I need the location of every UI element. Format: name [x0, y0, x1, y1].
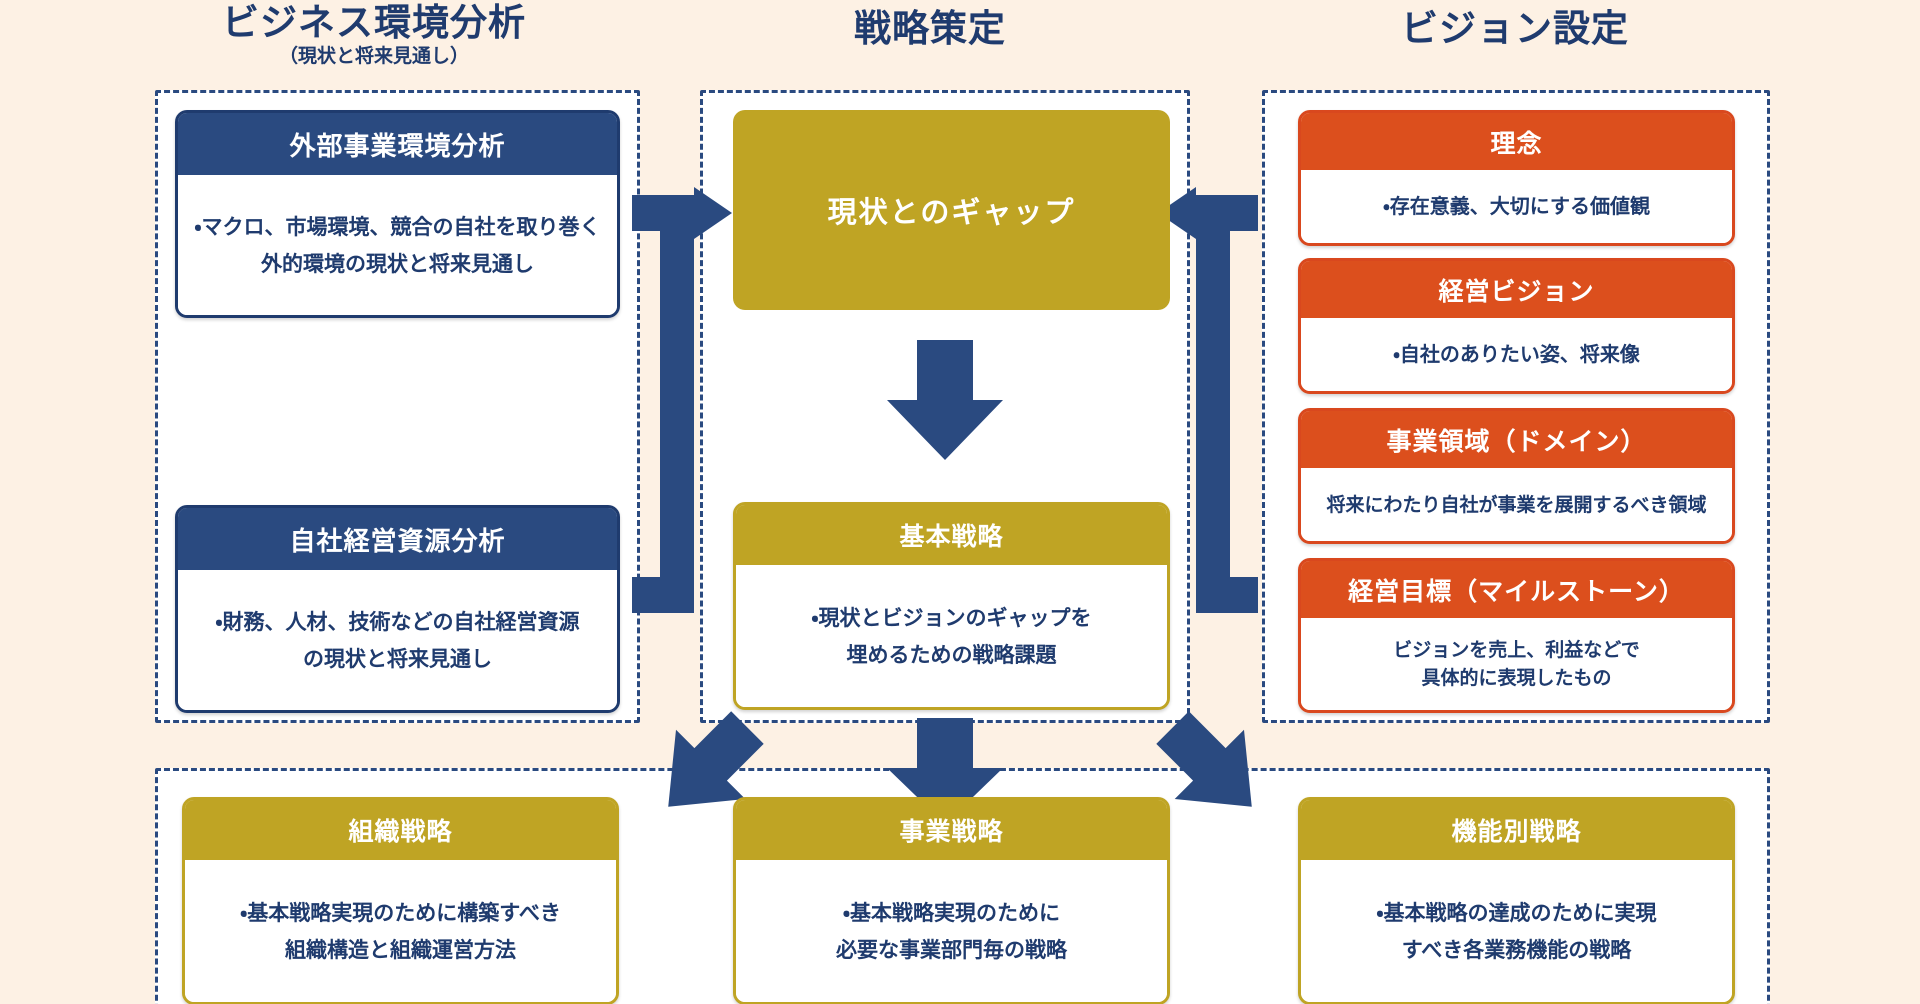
card-body-line: 必要な事業部門毎の戦略 [836, 938, 1067, 962]
card-basic-strategy[interactable]: 基本戦略 ・現状とビジョンのギャップを 埋めるための戦略課題 [733, 502, 1170, 710]
card-body: ・存在意義、大切にする価値観 [1301, 170, 1732, 243]
card-title: 基本戦略 [899, 523, 1004, 551]
card-body-line: ・マクロ、市場環境、競合の自社を取り巻く [194, 215, 601, 239]
card-header: 事業領域（ドメイン） [1301, 411, 1732, 468]
card-management-milestone[interactable]: 経営目標（マイルストーン） ビジョンを売上、利益などで 具体的に表現したもの [1298, 558, 1735, 713]
card-title: 経営ビジョン [1438, 277, 1595, 306]
card-header: 経営ビジョン [1301, 261, 1732, 318]
card-body-line: ・現状とビジョンのギャップを [811, 606, 1092, 630]
card-header: 組織戦略 [185, 800, 616, 860]
card-external-env[interactable]: 外部事業環境分析 ・マクロ、市場環境、競合の自社を取り巻く 外的環境の現状と将来… [175, 110, 620, 318]
card-body-line: すべき各業務機能の戦略 [1401, 938, 1632, 962]
bracket-arrow-right-icon [628, 185, 738, 620]
card-body-line: ビジョンを売上、利益などで [1393, 639, 1640, 661]
card-body-line: の現状と将来見通し [303, 647, 492, 671]
card-body-line: ・自社のありたい姿、将来像 [1393, 344, 1640, 366]
card-body-line: 将来にわたり自社が事業を展開するべき領域 [1326, 494, 1707, 516]
card-body-line: 組織構造と組織運営方法 [285, 938, 516, 962]
card-body-line: ・存在意義、大切にする価値観 [1383, 196, 1650, 218]
card-title: 外部事業環境分析 [289, 130, 506, 161]
card-body: ・基本戦略実現のために 必要な事業部門毎の戦略 [736, 860, 1167, 1002]
arrow-down-left-icon [640, 710, 770, 830]
card-internal-resources[interactable]: 自社経営資源分析 ・財務、人材、技術などの自社経営資源 の現状と将来見通し [175, 505, 620, 713]
column-title: 戦略策定 [854, 8, 1006, 49]
bracket-arrow-left-icon [1152, 185, 1262, 620]
card-title: 現状とのギャップ [827, 197, 1076, 229]
card-header: 機能別戦略 [1301, 800, 1732, 860]
card-body-line: ・基本戦略の達成のために実現 [1376, 901, 1657, 925]
column-title: ビジネス環境分析 [222, 2, 526, 43]
card-header: 事業戦略 [736, 800, 1167, 860]
card-body: ビジョンを売上、利益などで 具体的に表現したもの [1301, 618, 1732, 710]
card-body: ・基本戦略の達成のために実現 すべき各業務機能の戦略 [1301, 860, 1732, 1002]
card-body: ・財務、人材、技術などの自社経営資源 の現状と将来見通し [178, 570, 617, 710]
card-body: 将来にわたり自社が事業を展開するべき領域 [1301, 468, 1732, 541]
card-header: 経営目標（マイルストーン） [1301, 561, 1732, 618]
card-body: ・自社のありたい姿、将来像 [1301, 318, 1732, 391]
column-heading-strategy: 戦略策定 [680, 8, 1180, 49]
column-heading-vision: ビジョン設定 [1270, 8, 1760, 49]
arrow-down-icon [885, 718, 1005, 826]
card-body-line: 外的環境の現状と将来見通し [261, 252, 534, 276]
card-organization-strategy[interactable]: 組織戦略 ・基本戦略実現のために構築すべき 組織構造と組織運営方法 [182, 797, 619, 1004]
card-body-line: 具体的に表現したもの [1421, 668, 1612, 689]
card-header: 基本戦略 [736, 505, 1167, 565]
arrow-down-icon [885, 340, 1005, 462]
card-body: ・基本戦略実現のために構築すべき 組織構造と組織運営方法 [185, 860, 616, 1002]
card-philosophy[interactable]: 理念 ・存在意義、大切にする価値観 [1298, 110, 1735, 246]
card-body: ・マクロ、市場環境、競合の自社を取り巻く 外的環境の現状と将来見通し [178, 175, 617, 315]
card-business-domain[interactable]: 事業領域（ドメイン） 将来にわたり自社が事業を展開するべき領域 [1298, 408, 1735, 544]
card-body-line: ・財務、人材、技術などの自社経営資源 [215, 610, 580, 634]
card-body-line: ・基本戦略実現のために [842, 901, 1061, 925]
card-header: 外部事業環境分析 [178, 113, 617, 175]
card-gap[interactable]: 現状とのギャップ [733, 110, 1170, 310]
arrow-down-right-icon [1150, 710, 1280, 830]
card-title: 自社経営資源分析 [289, 525, 506, 556]
column-subtitle: （現状と将来見通し） [278, 45, 469, 67]
column-heading-environment: ビジネス環境分析 （現状と将来見通し） [104, 2, 644, 67]
card-body-line: 埋めるための戦略課題 [846, 643, 1057, 667]
card-header: 理念 [1301, 113, 1732, 170]
card-title: 理念 [1490, 129, 1543, 158]
card-header: 自社経営資源分析 [178, 508, 617, 570]
card-title: 事業領域（ドメイン） [1386, 427, 1647, 456]
card-title: 機能別戦略 [1451, 818, 1582, 846]
card-business-strategy[interactable]: 事業戦略 ・基本戦略実現のために 必要な事業部門毎の戦略 [733, 797, 1170, 1004]
card-title: 事業戦略 [899, 818, 1004, 846]
column-title: ビジョン設定 [1401, 8, 1629, 49]
card-title: 組織戦略 [348, 818, 453, 846]
card-functional-strategy[interactable]: 機能別戦略 ・基本戦略の達成のために実現 すべき各業務機能の戦略 [1298, 797, 1735, 1004]
card-title: 経営目標（マイルストーン） [1348, 577, 1685, 606]
card-management-vision[interactable]: 経営ビジョン ・自社のありたい姿、将来像 [1298, 258, 1735, 394]
card-body: ・現状とビジョンのギャップを 埋めるための戦略課題 [736, 565, 1167, 707]
card-body-line: ・基本戦略実現のために構築すべき [240, 901, 561, 925]
